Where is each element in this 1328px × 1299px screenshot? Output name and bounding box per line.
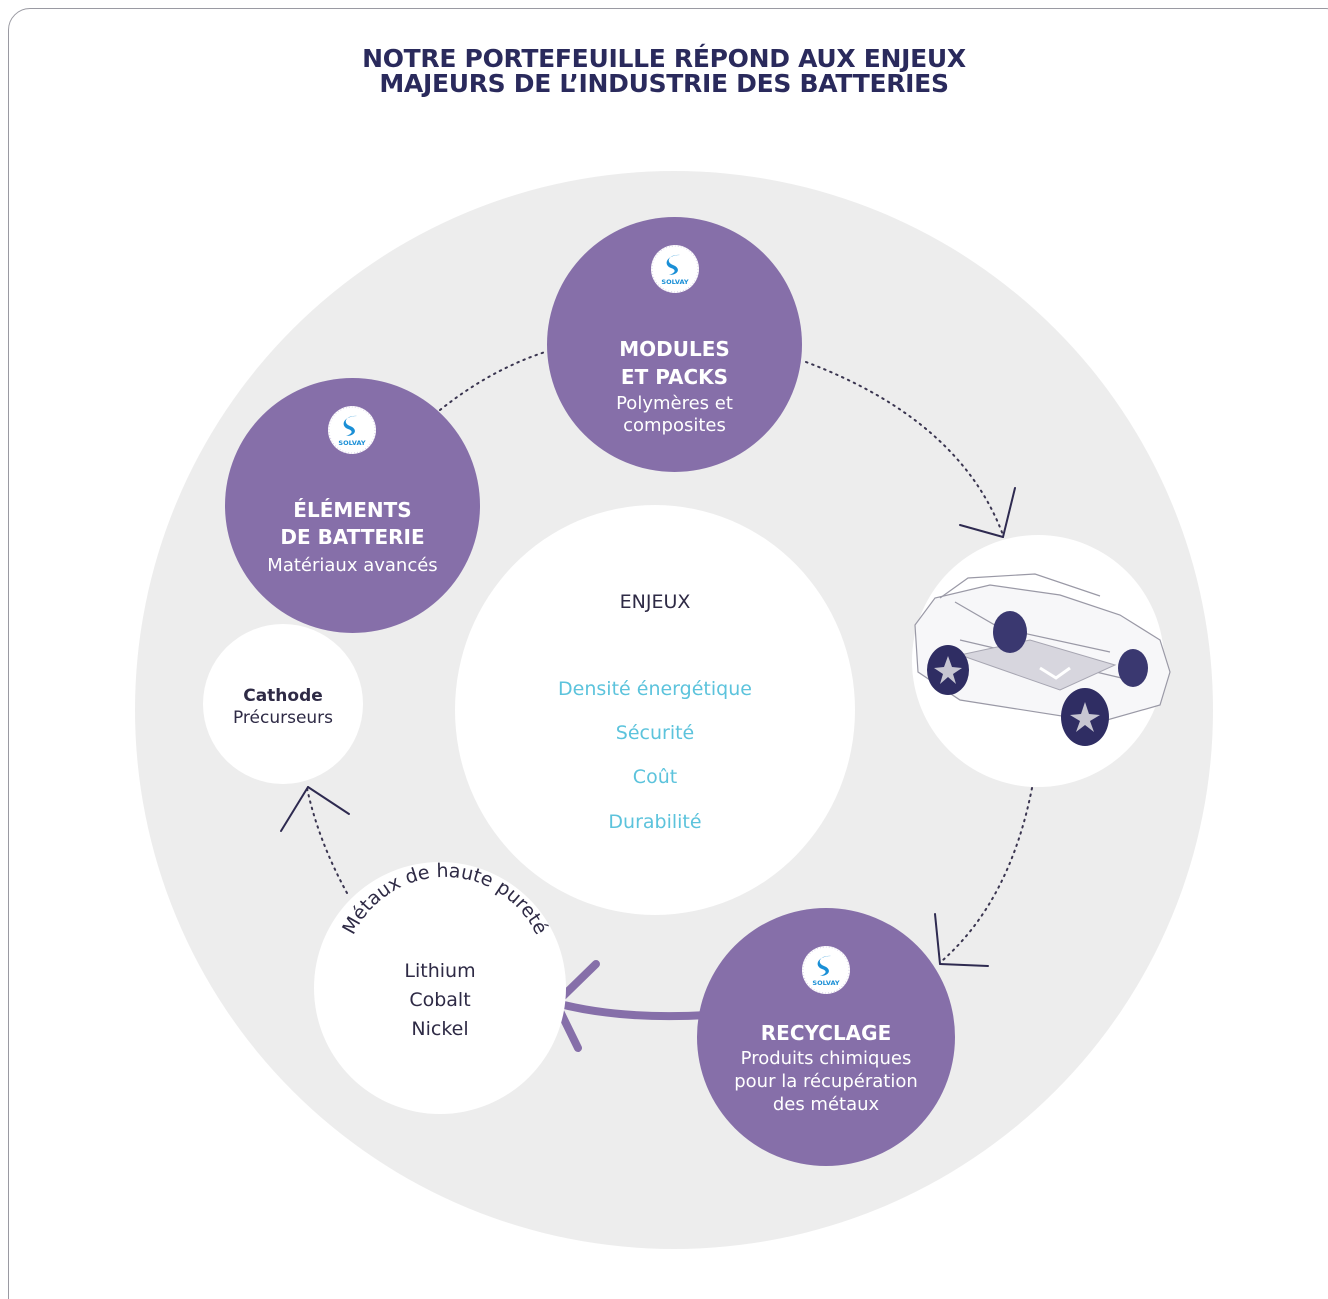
metal-item-cobalt: Cobalt xyxy=(409,989,471,1011)
title-line-2: MAJEURS DE L’INDUSTRIE DES BATTERIES xyxy=(379,69,949,98)
metal-item-nickel: Nickel xyxy=(411,1018,469,1040)
elements-heading-line1: ÉLÉMENTS xyxy=(293,498,412,522)
cathode-heading: Cathode xyxy=(243,686,323,706)
challenges-heading: ENJEUX xyxy=(619,591,691,613)
wheel xyxy=(993,611,1027,653)
cathode-sub: Précurseurs xyxy=(232,708,334,728)
svg-text:SOLVAY: SOLVAY xyxy=(338,439,365,447)
challenge-item-safety: Sécurité xyxy=(615,722,695,744)
challenges-circle xyxy=(455,505,855,915)
recycling-sub-line3: des métaux xyxy=(772,1094,880,1115)
svg-text:SOLVAY: SOLVAY xyxy=(661,278,688,286)
challenge-item-durability: Durabilité xyxy=(608,811,702,833)
connector-metals-to-cathode xyxy=(306,787,348,894)
metals-circle xyxy=(314,862,566,1114)
connector-elements-to-modules xyxy=(439,351,546,411)
wheel xyxy=(927,645,969,695)
arrowhead-to-car xyxy=(959,487,1016,538)
modules-heading-line2: ET PACKS xyxy=(620,365,729,389)
recycling-sub-line2: pour la récupération xyxy=(734,1071,918,1092)
recycling-heading: RECYCLAGE xyxy=(760,1021,892,1045)
recycling-sub-line1: Produits chimiques xyxy=(740,1048,912,1069)
modules-sub-line1: Polymères et xyxy=(616,393,733,414)
elements-heading-line2: DE BATTERIE xyxy=(280,525,425,549)
elements-sub-line1: Matériaux avancés xyxy=(267,555,438,576)
challenge-item-cost: Coût xyxy=(632,766,678,788)
modules-sub-line2: composites xyxy=(623,415,726,436)
arrowhead-to-recycling xyxy=(934,913,989,967)
wheel xyxy=(1061,688,1109,746)
solvay-logo: SOLVAY xyxy=(651,245,699,293)
arrowhead-to-cathode xyxy=(280,786,350,832)
connector-car-to-recycling xyxy=(942,787,1033,961)
wheel xyxy=(1118,649,1148,687)
modules-heading-line1: MODULES xyxy=(619,337,730,361)
connector-modules-to-car xyxy=(805,361,1004,536)
solvay-logo: SOLVAY xyxy=(328,406,376,454)
page-title: NOTRE PORTEFEUILLE RÉPOND AUX ENJEUX MAJ… xyxy=(0,46,1328,96)
metal-item-lithium: Lithium xyxy=(404,960,476,982)
svg-text:SOLVAY: SOLVAY xyxy=(812,979,839,987)
cathode-circle xyxy=(203,624,363,784)
solvay-logo: SOLVAY xyxy=(802,946,850,994)
title-line-1: NOTRE PORTEFEUILLE RÉPOND AUX ENJEUX xyxy=(362,44,966,73)
challenge-item-energy-density: Densité énergétique xyxy=(558,678,752,700)
